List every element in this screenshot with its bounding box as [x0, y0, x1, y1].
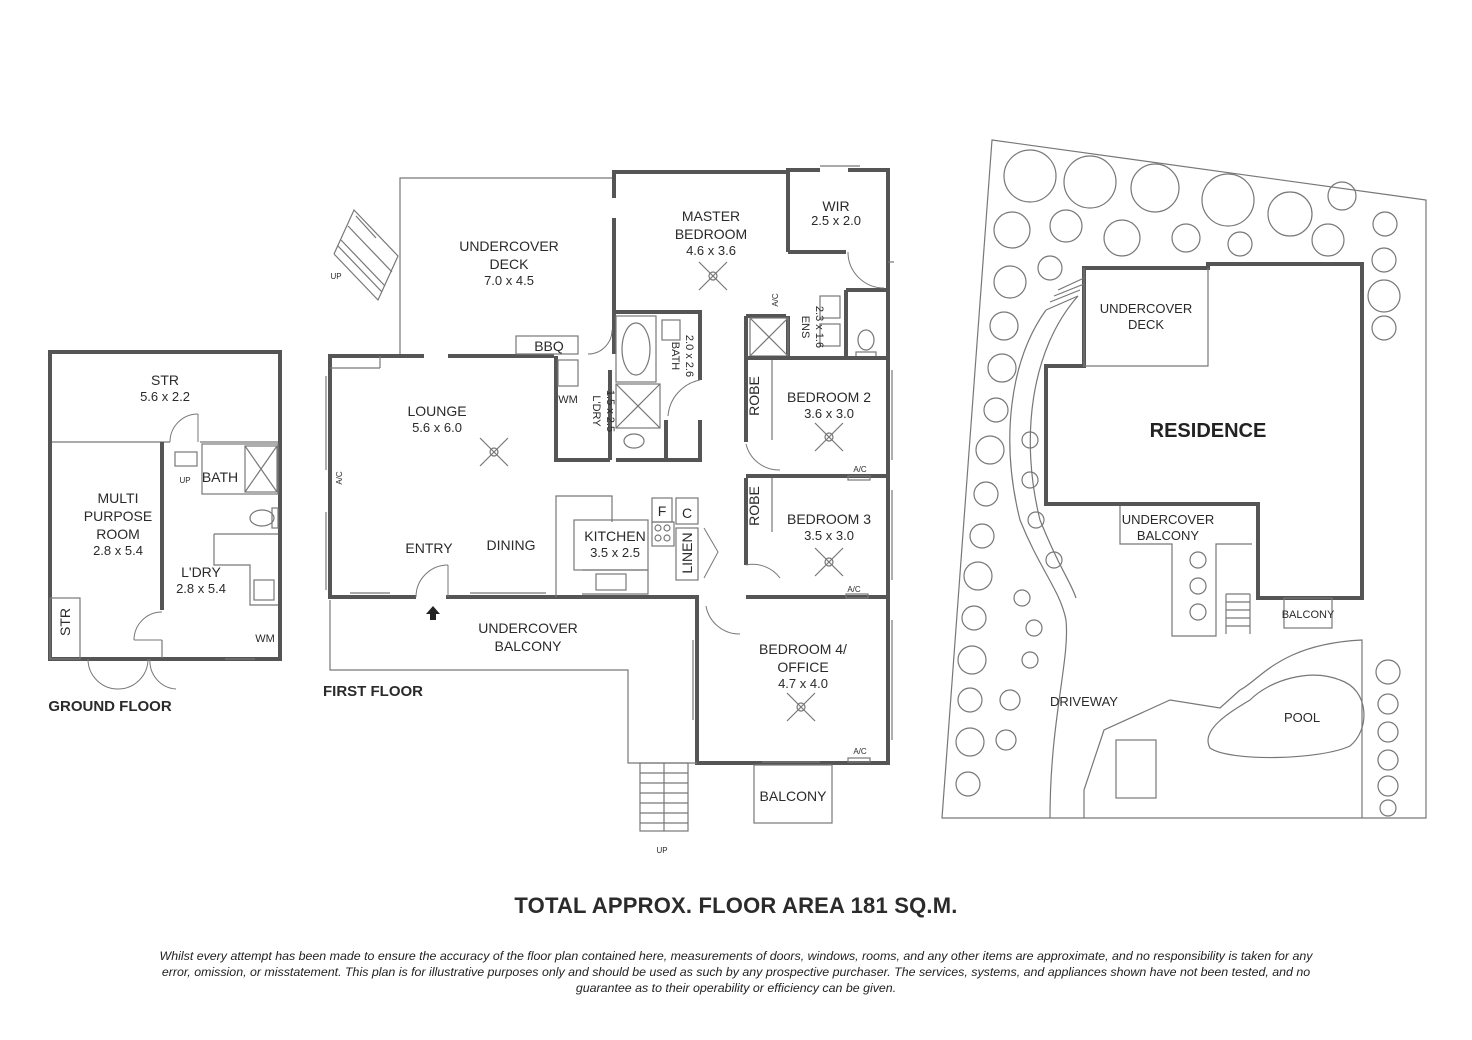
ff-bed2-dims: 3.6 x 3.0	[804, 406, 854, 421]
ff-ac-bed3: A/C	[847, 585, 861, 594]
ff-dining-label: DINING	[487, 537, 536, 553]
ff-kitchen-dims: 3.5 x 2.5	[590, 545, 640, 560]
ff-bed4-label-2: OFFICE	[777, 659, 828, 675]
gf-str-side-label: STR	[57, 608, 73, 636]
ff-wm-label: WM	[558, 394, 578, 406]
gf-multi-label-3: ROOM	[96, 526, 140, 542]
ff-bath-dims: 2.0 x 2.6	[683, 335, 695, 377]
ff-deck-label-2: DECK	[490, 256, 530, 272]
gf-multi-label-2: PURPOSE	[84, 508, 152, 524]
ground-floor-heading: GROUND FLOOR	[48, 698, 171, 715]
ff-ens-label: ENS	[799, 316, 811, 339]
disclaimer-text: Whilst every attempt has been made to en…	[159, 949, 1313, 995]
gf-str-label: STR	[151, 372, 179, 388]
ff-up-front: UP	[656, 846, 667, 855]
ff-ac-bed4: A/C	[853, 747, 867, 756]
site-deck-label-2: DECK	[1128, 317, 1164, 332]
ff-fridge-label: F	[658, 503, 667, 519]
ff-ac-bed2: A/C	[853, 465, 867, 474]
ff-master-label-2: BEDROOM	[675, 226, 747, 242]
gf-up-label: UP	[179, 476, 190, 485]
site-balcony-label: BALCONY	[1282, 609, 1335, 621]
ff-wir-label: WIR	[822, 198, 849, 214]
first-floor-plan	[325, 165, 894, 832]
ff-balcony-label: BALCONY	[760, 788, 828, 804]
site-pool-label: POOL	[1284, 710, 1320, 725]
gf-bath-label: BATH	[202, 469, 238, 485]
ff-ens-dims: 2.3 x 1.6	[813, 306, 825, 348]
ff-deck-dims: 7.0 x 4.5	[484, 273, 534, 288]
ff-ac-ens: A/C	[771, 293, 780, 307]
ground-floor-plan	[48, 350, 282, 690]
ff-balcony-under-label-2: BALCONY	[495, 638, 563, 654]
ff-bed2-label: BEDROOM 2	[787, 389, 871, 405]
first-floor-heading: FIRST FLOOR	[323, 683, 423, 700]
gf-laundry-label: L'DRY	[181, 564, 221, 580]
ff-master-label-1: MASTER	[682, 208, 740, 224]
ff-robe2-label: ROBE	[746, 376, 762, 416]
ff-laundry-label: L'DRY	[590, 395, 602, 427]
site-deck-label-1: UNDERCOVER	[1100, 301, 1192, 316]
ff-master-dims: 4.6 x 3.6	[686, 243, 736, 258]
gf-laundry-dims: 2.8 x 5.4	[176, 581, 226, 596]
gf-multi-label-1: MULTI	[98, 490, 139, 506]
ff-lounge-dims: 5.6 x 6.0	[412, 420, 462, 435]
gf-str-dims: 5.6 x 2.2	[140, 389, 190, 404]
site-plan	[941, 139, 1427, 819]
ff-up-deck: UP	[330, 272, 341, 281]
site-residence-label: RESIDENCE	[1150, 420, 1267, 442]
ff-cupboard-label: C	[682, 505, 692, 521]
site-balcony-under-label-2: BALCONY	[1137, 528, 1199, 543]
ff-ac-lounge: A/C	[335, 471, 344, 485]
ff-linen-label: LINEN	[679, 532, 695, 573]
gf-wm-label: WM	[255, 633, 275, 645]
ff-robe3-label: ROBE	[746, 486, 762, 526]
ff-laundry-dims: 1.5 x 2.5	[604, 390, 616, 432]
ff-bbq-label: BBQ	[534, 338, 564, 354]
site-driveway-label: DRIVEWAY	[1050, 694, 1118, 709]
ff-entry-label: ENTRY	[405, 540, 453, 556]
ff-deck-label-1: UNDERCOVER	[459, 238, 559, 254]
ff-bed4-dims: 4.7 x 4.0	[778, 676, 828, 691]
ff-bed3-label: BEDROOM 3	[787, 511, 871, 527]
gf-multi-dims: 2.8 x 5.4	[93, 543, 143, 558]
total-floor-area: TOTAL APPROX. FLOOR AREA 181 SQ.M.	[514, 893, 958, 918]
ff-lounge-label: LOUNGE	[407, 403, 466, 419]
ff-bed4-label-1: BEDROOM 4/	[759, 641, 847, 657]
site-balcony-under-label-1: UNDERCOVER	[1122, 512, 1214, 527]
ff-bed3-dims: 3.5 x 3.0	[804, 528, 854, 543]
ff-balcony-under-label-1: UNDERCOVER	[478, 620, 578, 636]
ff-wir-dims: 2.5 x 2.0	[811, 213, 861, 228]
ff-kitchen-label: KITCHEN	[584, 528, 645, 544]
ff-bath-label: BATH	[669, 342, 681, 371]
